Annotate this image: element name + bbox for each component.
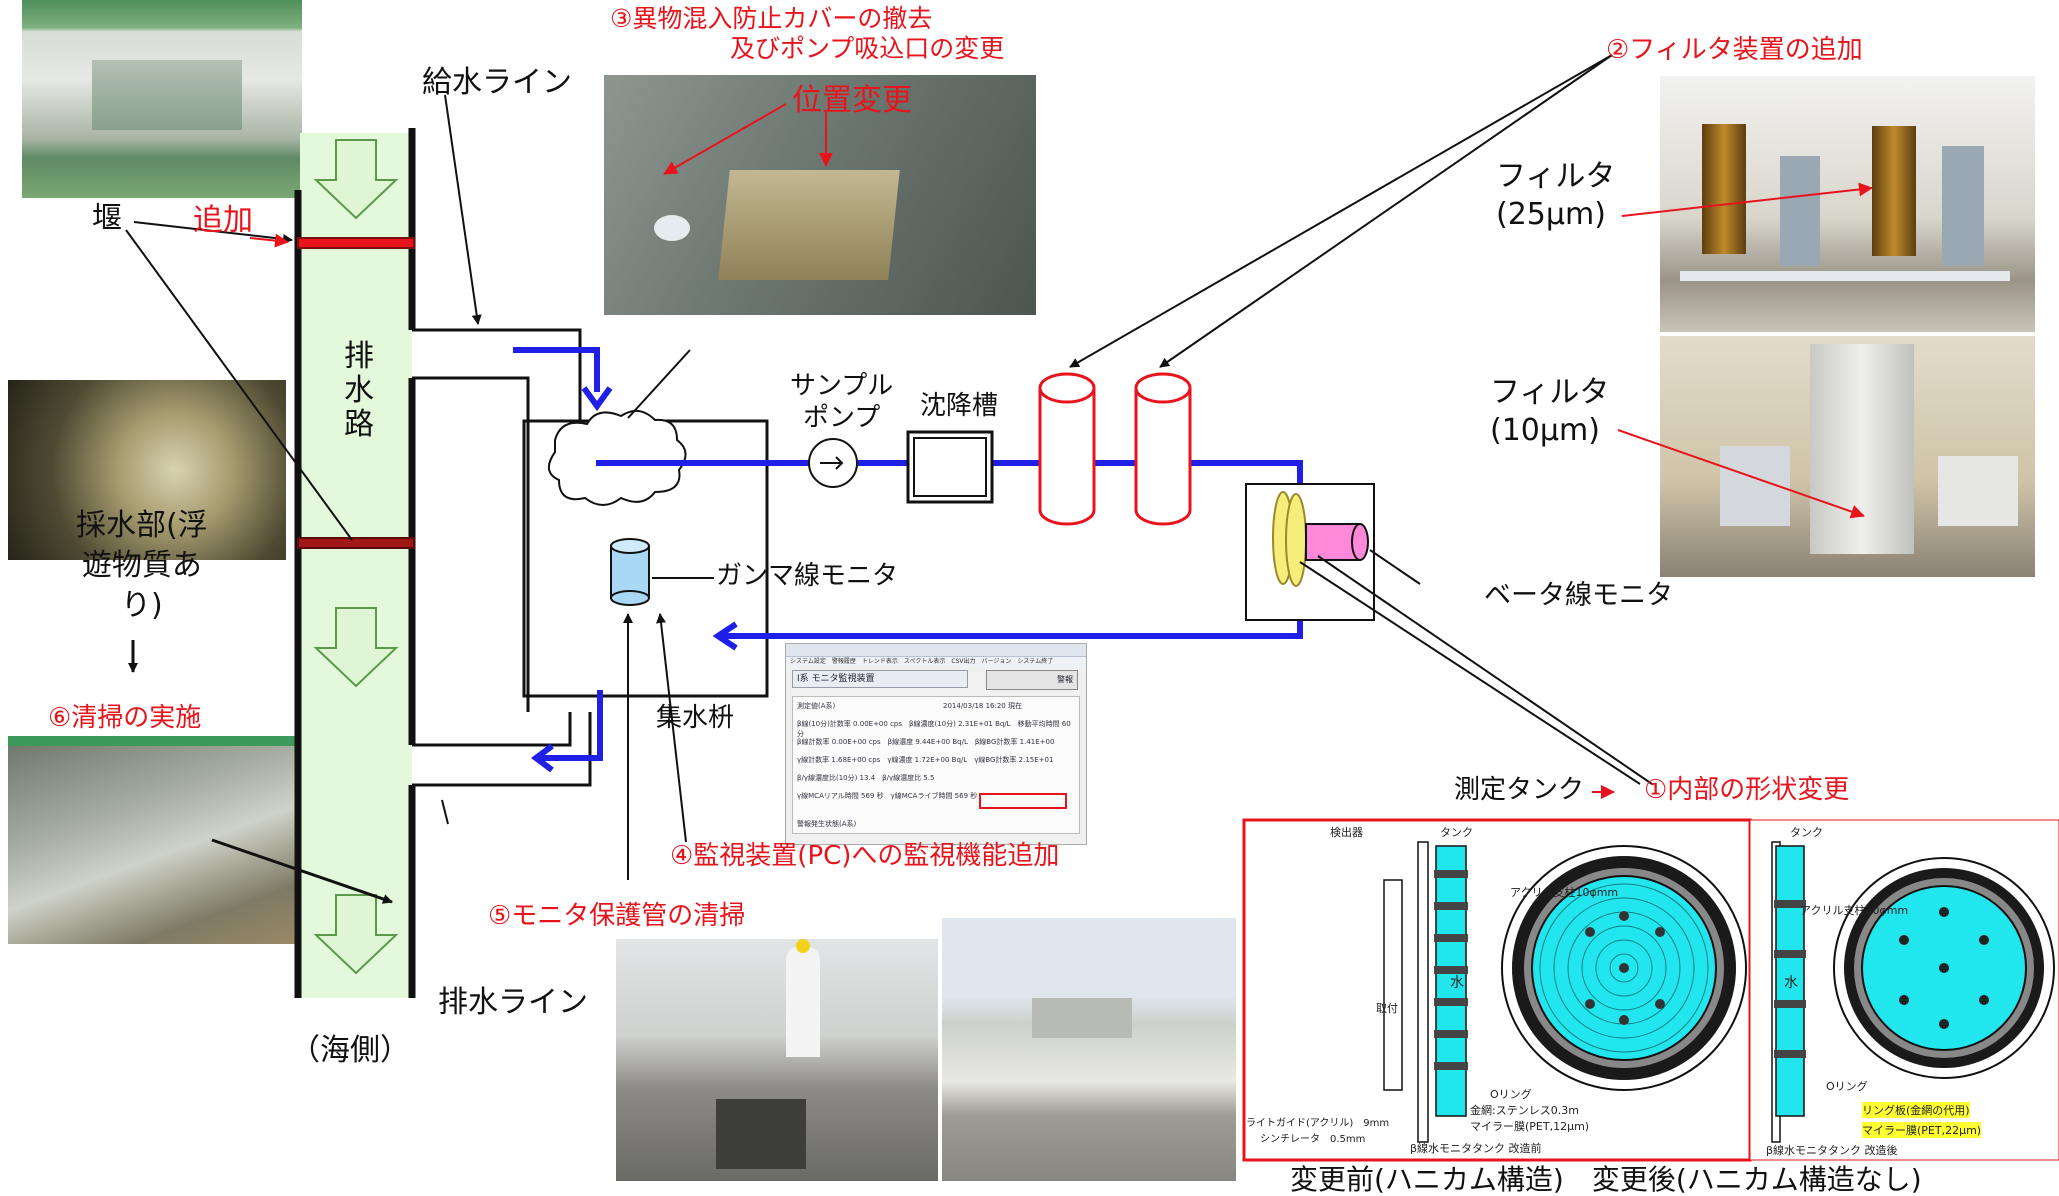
beta-monitor-label: ベータ線モニタ [1484,580,1673,611]
tank-after-ring-label: リング板(金網の代用) [1862,1102,1970,1118]
sampling-section-label: 採水部(浮遊物質あり) [76,508,208,623]
weir-label: 堰 [92,201,122,236]
weir-photo [22,0,302,198]
sea-side-label: （海側） [290,1033,410,1068]
gamma-monitor-label: ガンマ線モニタ [716,561,899,591]
tank-after-mylar-label: マイラー膜(PET,22μm) [1862,1122,1982,1138]
tank-before-acrylic-label: アクリル支柱10φmm [1510,886,1619,899]
tank-before-water-label: 水 [1450,975,1464,991]
tank-after-oring-label: Oリング [1826,1080,1868,1093]
supply-line-pipe [412,328,582,712]
tank-after-tank-label: タンク [1790,826,1823,839]
settling-tank [906,430,994,504]
pc-row: γ線計数率 1.68E+00 cps γ線濃度 1.72E+00 Bq/L γ線… [797,756,1054,764]
weir-added [297,237,415,249]
internal-shape-change-label: ①内部の形状変更 [1644,775,1850,805]
pc-row: β線(10分)計数率 0.00E+00 cps β線濃度(10分) 2.31E+… [797,720,1071,738]
tank-before-caption: β線水モニタタンク 改造前 [1410,1142,1542,1155]
worker-photo [616,939,938,1181]
weir-existing [297,537,415,549]
blue-inflow-arrow [513,347,600,392]
pc-footer: 警報発生状態(A系) [797,820,857,828]
pc-datetime: 2014/03/18 16:20 現在 [943,702,1022,710]
drainage-channel [300,133,412,998]
tank-before-tank-label: タンク [1440,826,1473,839]
suspended-matter-cloud [548,409,687,506]
added-label: 追加 [193,203,253,238]
tank-before-detector-label: 検出器 [1330,826,1363,839]
before-after-caption: 変更前(ハニカム構造) 変更後(ハニカム構造なし) [1290,1163,1922,1196]
pc-title-bar [786,644,1086,657]
sampling-photo [8,380,286,560]
cover-removal-label: ③異物混入防止カバーの撤去及びポンプ吸込口の変更 [610,4,1005,63]
filter-10um-photo [1660,336,2035,577]
pc-row: β/γ線濃度比(10分) 13.4 β/γ線濃度比 5.5 [797,774,935,782]
tank-before-oring-label: Oリング [1490,1088,1532,1101]
cleaning-label: ⑥清掃の実施 [48,703,202,733]
tank-before-mesh-label: 金網:ステンレス0.3m [1470,1104,1579,1117]
filter-10um-label: フィルタ(10μm) [1490,375,1610,448]
position-change-label: 位置変更 [792,83,912,118]
drainage-channel-label: 排水路 [344,339,374,442]
pc-screen-title: Ⅰ系 モニタ監視装置 [792,670,968,688]
pc-highlight-box [979,793,1067,809]
pc-measurement-panel: 測定値(A系) 2014/03/18 16:20 現在 β線(10分)計数率 0… [792,696,1080,834]
pc-row: β線計数率 0.00E+00 cps β線濃度 9.44E+00 Bq/L β線… [797,738,1055,746]
pc-monitoring-label: ④監視装置(PC)への監視機能追加 [670,841,1060,871]
tank-before-lightguide-label: ライトガイド(アクリル) 9mm [1246,1118,1390,1129]
blue-outflow-arrow [540,690,603,761]
pc-menu-bar: システム設定 警報履歴 トレンド表示 スペクトル表示 CSV出力 バージョン シ… [786,657,1086,667]
tank-after-caption: β線水モニタタンク 改造後 [1766,1144,1898,1157]
pc-section-label: 測定値(A系) [797,702,836,710]
tank-before-mylar-label: マイラー膜(PET,12μm) [1470,1120,1590,1133]
pc-row: γ線MCAリアル時間 569 秒 γ線MCAライブ時間 569 秒 [797,792,978,800]
flow-arrow-green [313,139,399,975]
tank-before-scintillator-label: シンチレータ 0.5mm [1260,1134,1366,1145]
filter-add-label: ②フィルタ装置の追加 [1606,35,1863,65]
tank-after-acrylic-label: アクリル支柱10φmm [1800,904,1909,917]
drain-line-pipe [412,712,592,787]
pc-alarm-button: 警報 [986,670,1078,690]
tank-before-mount-label: 取付 [1376,1002,1398,1015]
sample-line [596,460,1303,490]
drain-line-label: 排水ライン [438,985,588,1020]
measurement-tank-label: 測定タンク [1454,775,1585,805]
sample-pump-label: サンプルポンプ [790,371,894,433]
monitor-tube-cleaning-label: ⑤モニタ保護管の清掃 [488,901,746,931]
gamma-monitor [610,538,650,606]
pump-suction-photo [604,75,1036,315]
filter-cylinder [1038,372,1192,526]
tank-after-water-label: 水 [1784,975,1798,991]
collection-pit-label: 集水枡 [656,703,735,733]
monitoring-pc-screen: システム設定 警報履歴 トレンド表示 スペクトル表示 CSV出力 バージョン シ… [785,643,1087,845]
return-line [722,595,1303,639]
cleaning-photo [8,736,310,944]
settling-tank-label: 沈降槽 [920,391,999,421]
site-photo [942,918,1236,1181]
filter-25um-label: フィルタ(25μm) [1496,159,1616,232]
supply-line-label: 給水ライン [422,65,572,100]
